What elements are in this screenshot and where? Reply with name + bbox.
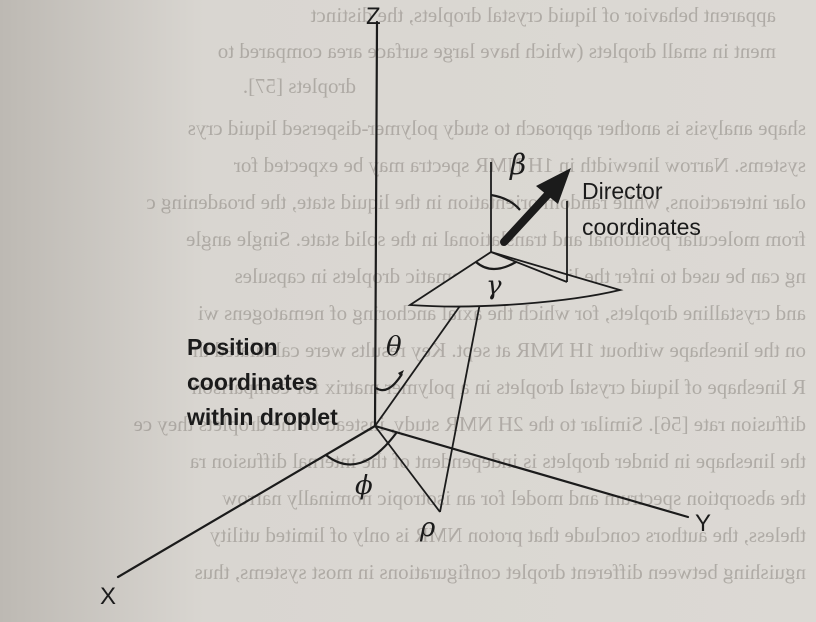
director-label-line2: coordinates [582, 214, 701, 240]
position-label-line1: Position [187, 334, 278, 360]
bleed-line: diffusion rate [56]. Similar to the 2H N… [134, 412, 806, 436]
beta-symbol: β [509, 148, 526, 181]
position-label-line3: within droplet [186, 404, 338, 430]
director-arrow [500, 168, 571, 246]
bleed-line: systems. Narrow linewidth in 1H NMR spec… [234, 153, 806, 177]
bleed-line: ment in small droplets (which have large… [218, 39, 776, 63]
rho-symbol: ρ [419, 513, 436, 543]
bleed-line: shape analysis is another approach to st… [188, 116, 806, 140]
bleed-line: apparent behavior of liquid crystal drop… [310, 3, 776, 27]
bleed-line: the absorption spectrum and model for an… [221, 486, 806, 510]
y-axis-label: Y [695, 510, 711, 537]
phi-symbol: ϕ [355, 471, 373, 501]
director-projection-line [490, 251, 568, 283]
gamma-arc [475, 261, 517, 271]
bleed-line: theless, the authors conclude that proto… [209, 523, 806, 547]
bleed-line: on the lineshape without 1H NMR at sept.… [193, 338, 806, 362]
beta-arc [490, 193, 521, 211]
theta-symbol: θ [386, 332, 402, 362]
theta-arc [375, 373, 403, 392]
bleed-line: R lineshape of liquid crystal droplets i… [191, 375, 806, 399]
y-axis-line [373, 424, 690, 519]
z-axis-label: Z [366, 3, 381, 30]
bleed-line: olar interactions, while random orientat… [146, 190, 806, 214]
director-disk [407, 251, 624, 308]
rho-projection-line [374, 425, 441, 513]
gamma-symbol: γ [486, 271, 502, 301]
phi-arc [325, 431, 398, 466]
bleed-line: droplets [57]. [243, 74, 356, 98]
projection-drop-line [439, 281, 485, 513]
z-axis-line [373, 20, 379, 428]
bleed-line: from molecular positional and translatio… [186, 227, 806, 251]
director-label-line1: Director [582, 178, 663, 204]
bleed-through-text: apparent behavior of liquid crystal drop… [134, 3, 806, 584]
bleed-line: nguishing between different droplet conf… [195, 560, 806, 584]
x-axis-line [116, 424, 377, 579]
director-arrow-shaft [500, 186, 556, 246]
x-axis-label: X [100, 583, 116, 610]
position-label-line2: coordinates [187, 369, 317, 395]
director-cone [407, 162, 624, 308]
theta-arc-arrow [398, 370, 404, 377]
director-arrow-head [536, 168, 571, 204]
